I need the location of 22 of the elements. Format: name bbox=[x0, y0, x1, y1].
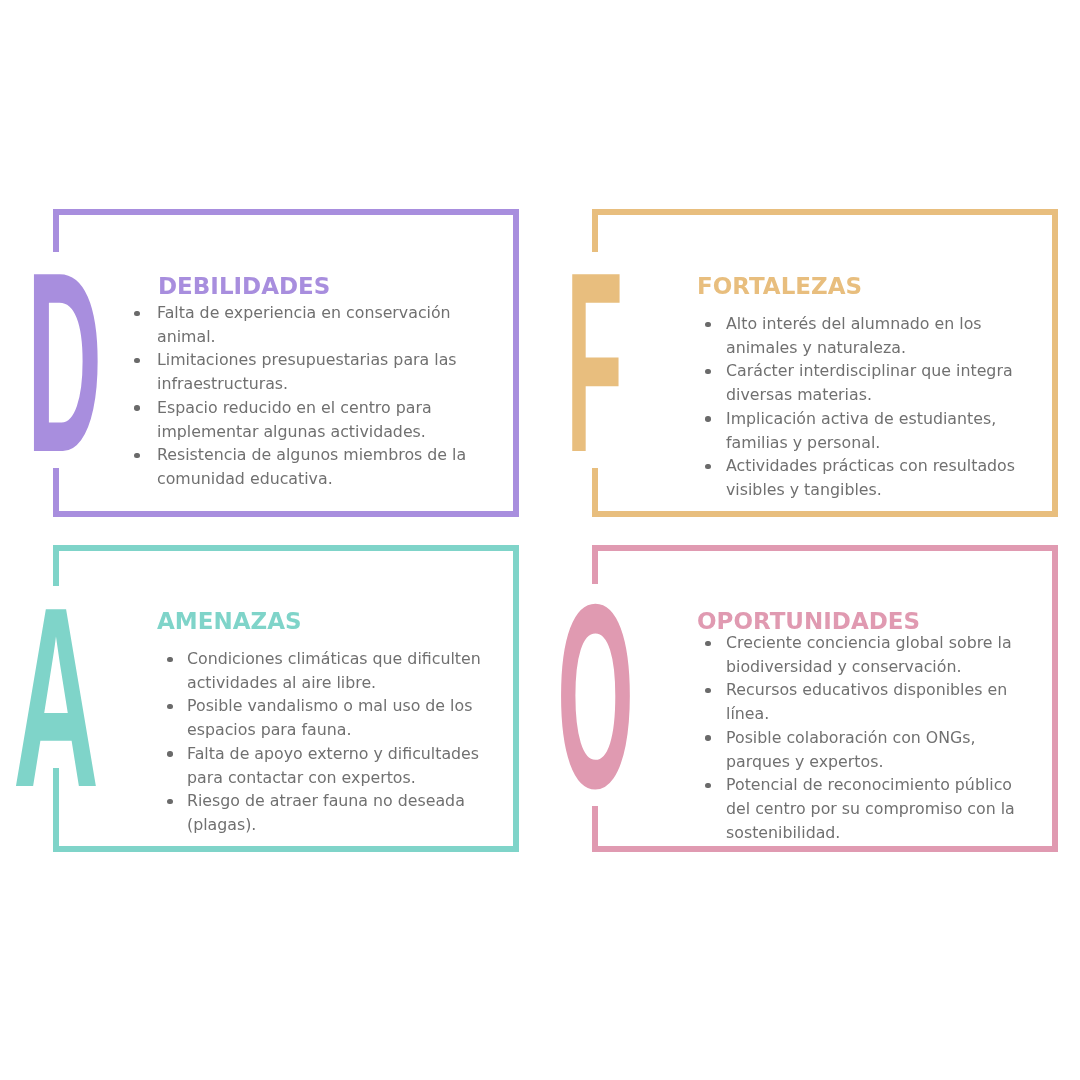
bullet-point: Resistencia de algunos miembros de la comunidad educativa. bbox=[134, 443, 492, 491]
initial-letter: F bbox=[566, 268, 623, 456]
bullet-point: Posible vandalismo o mal uso de los espacios para fauna. bbox=[167, 694, 507, 742]
bullet-point: Condiciones climáticas que dificulten actividades al aire libre. bbox=[167, 647, 507, 695]
initial-letter: A bbox=[13, 603, 99, 791]
bullet-point: Recursos educativos disponibles en línea. bbox=[705, 678, 1038, 726]
initial-letter: D bbox=[27, 268, 102, 456]
bullet-point: Actividades prácticas con resultados visibles y tangibles. bbox=[705, 454, 1041, 502]
bullet-point: Alto interés del alumnado en los animales y naturaleza. bbox=[705, 312, 1041, 360]
bullet-point: Posible colaboración con ONGs, parques y expertos. bbox=[705, 725, 1038, 774]
initial-letter: O bbox=[557, 601, 634, 793]
bullet-point: Falta de experiencia en conservación animal. bbox=[134, 301, 492, 349]
bullet-point: Potencial de reconocimiento público del centro por su compromiso con la sostenibilidad. bbox=[705, 773, 1038, 845]
bullet-point: Carácter interdisciplinar que integra diversas materias. bbox=[705, 359, 1041, 407]
bullet-point: Limitaciones presupuestarias para las infraestructuras. bbox=[134, 348, 492, 396]
bullet-point: Espacio reducido en el centro para implementar algunas actividades. bbox=[134, 395, 492, 444]
section-heading: AMENAZAS bbox=[157, 607, 302, 635]
bullet-point: Riesgo de atraer fauna no deseada (plagas). bbox=[167, 789, 507, 837]
section-heading: FORTALEZAS bbox=[697, 272, 863, 300]
bullet-point: Implicación activa de estudiantes, familias y personal. bbox=[705, 406, 1041, 455]
section-heading: DEBILIDADES bbox=[158, 272, 331, 300]
bullet-point: Falta de apoyo externo y dificultades para contactar con expertos. bbox=[167, 741, 507, 790]
